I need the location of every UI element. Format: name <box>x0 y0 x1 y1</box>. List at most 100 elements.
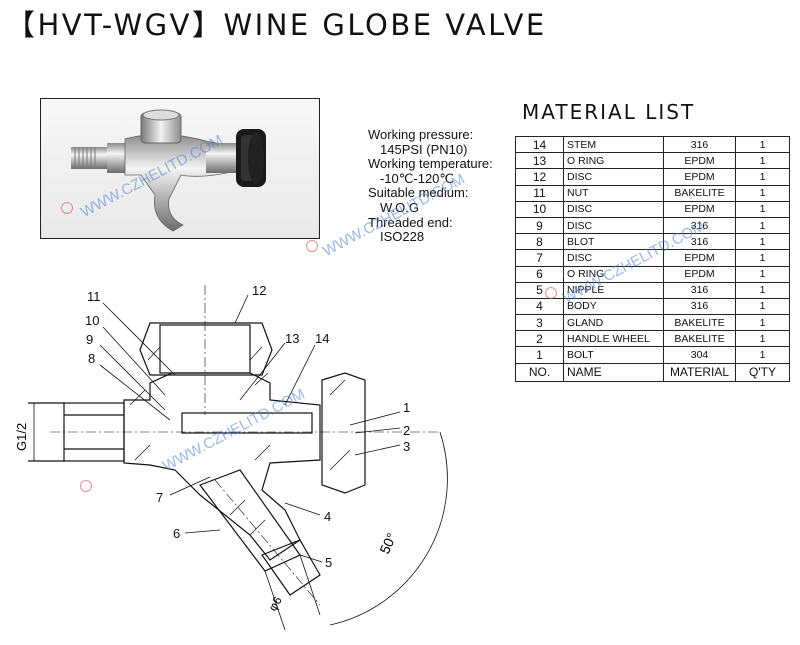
valve-cross-section-drawing: G1/2 50° φ6 11 10 9 8 12 13 14 1 2 3 4 5… <box>14 283 448 631</box>
angle-dimension-label: 50° <box>376 530 399 556</box>
callout-14: 14 <box>315 331 329 346</box>
callout-7: 7 <box>156 490 163 505</box>
material-no: 3 <box>515 314 564 332</box>
callout-1: 1 <box>403 400 410 415</box>
material-type: BAKELITE <box>663 314 736 332</box>
material-qty: 1 <box>735 249 790 267</box>
callout-3: 3 <box>403 439 410 454</box>
material-no: 2 <box>515 330 564 348</box>
medium-value: W.O.G <box>380 199 419 215</box>
callout-9: 9 <box>86 332 93 347</box>
medium-label: Suitable medium: <box>368 185 469 201</box>
material-no: 1 <box>515 346 564 364</box>
callout-8: 8 <box>88 351 95 366</box>
material-qty: 1 <box>735 346 790 364</box>
material-no: 4 <box>515 297 564 316</box>
material-type: EPDM <box>663 249 736 267</box>
page-title: 【HVT-WGV】WINE GLOBE VALVE <box>6 8 547 42</box>
callout-10: 10 <box>85 313 99 328</box>
header-material: MATERIAL <box>663 362 736 382</box>
material-qty: 1 <box>735 135 790 154</box>
callout-11: 11 <box>87 289 101 304</box>
material-list-title: MATERIAL LIST <box>522 100 696 124</box>
header-name: NAME <box>563 362 664 382</box>
specifications: Working pressure: 145PSI (PN10) Working … <box>368 127 493 245</box>
material-name: STEM <box>563 135 664 154</box>
material-name: NUT <box>563 184 664 202</box>
material-name: DISC <box>563 216 664 235</box>
temperature-value: -10℃-120℃ <box>380 170 455 186</box>
material-type: 304 <box>663 346 736 364</box>
material-type: BAKELITE <box>663 184 736 202</box>
material-type: 316 <box>663 297 736 316</box>
pressure-value: 145PSI (PN10) <box>380 141 468 157</box>
callout-4: 4 <box>324 509 331 524</box>
material-no: 8 <box>515 233 564 251</box>
material-name: BOLT <box>563 346 664 364</box>
material-qty: 1 <box>735 184 790 202</box>
material-qty: 1 <box>735 200 790 218</box>
callout-6: 6 <box>173 526 180 541</box>
material-no: 6 <box>515 265 564 283</box>
material-no: 11 <box>515 184 564 202</box>
material-qty: 1 <box>735 281 790 299</box>
watermark-logo <box>306 240 318 252</box>
material-no: 7 <box>515 249 564 267</box>
material-no: 14 <box>515 135 564 154</box>
pressure-label: Working pressure: <box>368 127 474 142</box>
callout-12: 12 <box>252 283 266 298</box>
material-no: 13 <box>515 152 564 170</box>
thread-dimension-label: G1/2 <box>14 423 29 451</box>
callout-2: 2 <box>403 423 410 438</box>
material-name: O RING <box>563 265 664 283</box>
material-name: GLAND <box>563 314 664 332</box>
watermark-logo <box>61 202 73 214</box>
material-name: DISC <box>563 200 664 218</box>
material-name: HANDLE WHEEL <box>563 330 664 348</box>
material-no: 9 <box>515 216 564 235</box>
material-qty: 1 <box>735 233 790 251</box>
product-photo <box>40 98 320 239</box>
material-type: 316 <box>663 135 736 154</box>
material-qty: 1 <box>735 265 790 283</box>
material-type: BAKELITE <box>663 330 736 348</box>
header-no: NO. <box>515 362 564 382</box>
material-qty: 1 <box>735 168 790 186</box>
thread-label: Threaded end: <box>368 214 453 230</box>
material-qty: 1 <box>735 330 790 348</box>
material-qty: 1 <box>735 152 790 170</box>
material-type: 316 <box>663 281 736 299</box>
thread-value: ISO228 <box>380 229 425 245</box>
material-name: DISC <box>563 168 664 186</box>
watermark-logo <box>80 480 92 492</box>
material-type: EPDM <box>663 168 736 186</box>
callout-13: 13 <box>285 331 299 346</box>
material-qty: 1 <box>735 216 790 235</box>
watermark-logo <box>545 287 557 299</box>
material-type: EPDM <box>663 265 736 283</box>
material-no: 10 <box>515 200 564 218</box>
material-name: O RING <box>563 152 664 170</box>
callout-5: 5 <box>325 555 332 570</box>
diameter-dimension-label: φ6 <box>265 594 285 614</box>
valve-photo-illustration <box>71 109 266 232</box>
material-type: EPDM <box>663 152 736 170</box>
material-no: 12 <box>515 168 564 186</box>
header-qty: Q'TY <box>735 362 790 382</box>
material-type: EPDM <box>663 200 736 218</box>
material-qty: 1 <box>735 314 790 332</box>
